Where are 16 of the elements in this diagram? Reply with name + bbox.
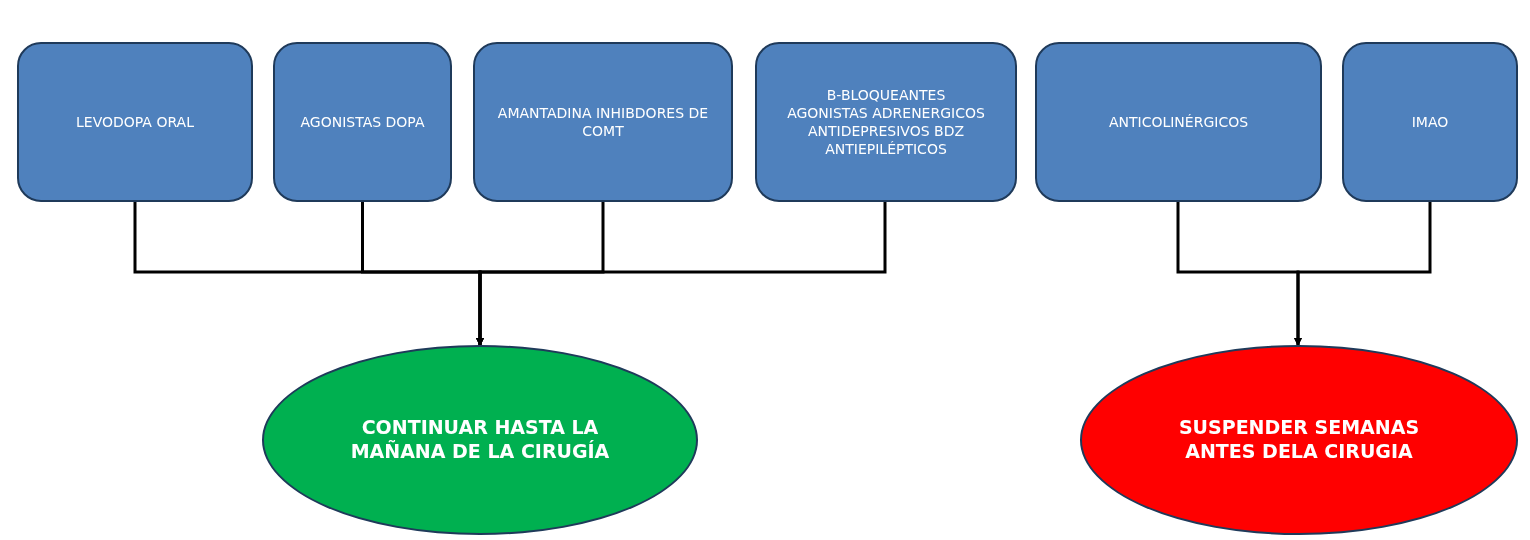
- drug-group-box: [273, 42, 452, 202]
- node-text: B-BLOQUEANTES AGONISTAS ADRENERGICOS ANTIDEPRESIVOS BDZ ANTIEPILÉPTICOS: [786, 85, 986, 159]
- connector-arrow: [1294, 202, 1432, 346]
- node-text: IMAO: [1411, 112, 1449, 132]
- node-text: LEVODOPA ORAL: [76, 112, 194, 132]
- connector-arrow: [476, 202, 887, 346]
- node-text: SUSPENDER SEMANAS ANTES DELA CIRUGIA: [1177, 416, 1421, 464]
- drug-group-box: [755, 42, 1017, 202]
- drug-group-box: [1035, 42, 1322, 202]
- drug-group-box: [17, 42, 253, 202]
- node-text: AGONISTAS DOPA: [300, 112, 425, 132]
- node-text: AMANTADINA INHIBDORES DE COMT: [496, 103, 710, 141]
- node-text: CONTINUAR HASTA LA MAÑANA DE LA CIRUGÍA: [349, 416, 611, 464]
- drug-group-box: [1342, 42, 1518, 202]
- node-text: ANTICOLINÉRGICOS: [1108, 112, 1249, 132]
- drug-group-box: [473, 42, 733, 202]
